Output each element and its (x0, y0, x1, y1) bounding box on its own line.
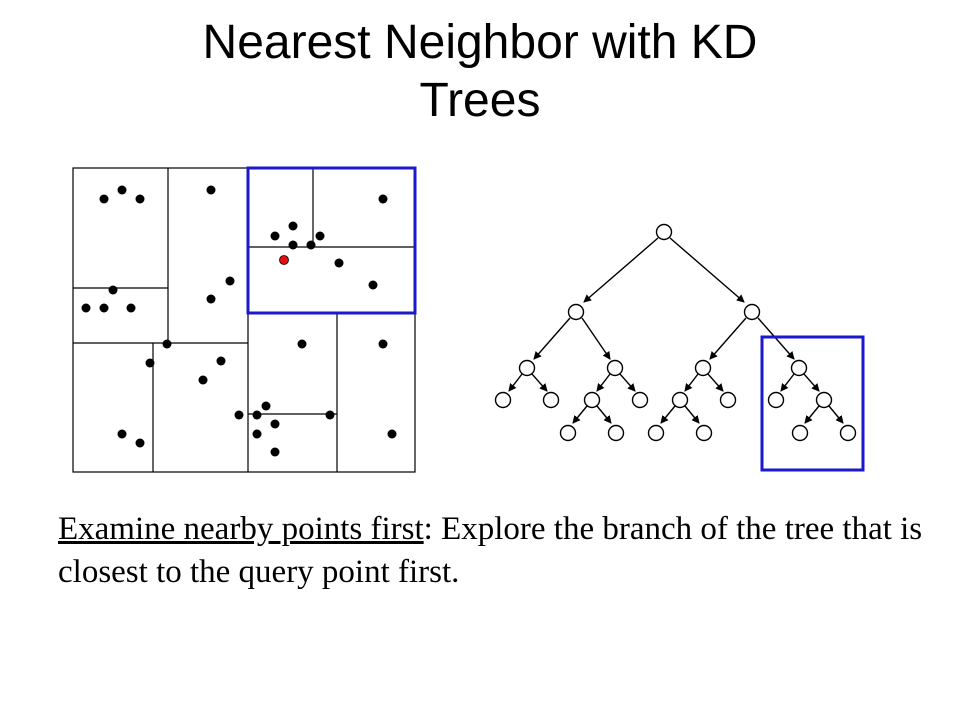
tree-edge (660, 405, 676, 424)
tree-node (606, 359, 624, 377)
tree-edge (669, 237, 745, 303)
data-point (270, 447, 280, 457)
data-point (108, 285, 118, 295)
data-point (135, 438, 145, 448)
data-point (325, 410, 335, 420)
data-point (288, 240, 298, 250)
highlighted-branch (760, 335, 865, 472)
data-point (270, 419, 280, 429)
data-point (368, 280, 378, 290)
data-point (117, 429, 127, 439)
slide-caption: Examine nearby points first: Explore the… (58, 508, 938, 594)
data-point (145, 358, 155, 368)
data-point (261, 401, 271, 411)
tree-edge (508, 373, 523, 392)
tree-node (542, 391, 560, 409)
tree-edge (531, 373, 548, 392)
space-partition (72, 167, 416, 473)
tree-edge (803, 373, 820, 392)
title-line-2: Trees (419, 74, 541, 127)
tree-node (567, 303, 585, 321)
tree-edge (619, 373, 636, 392)
tree-node (767, 391, 785, 409)
data-point (99, 194, 109, 204)
data-point (334, 258, 344, 268)
tree-node (559, 424, 577, 442)
data-point (234, 410, 244, 420)
tree-node (494, 391, 512, 409)
tree-edge (596, 405, 612, 424)
data-point (315, 231, 325, 241)
tree-node (695, 424, 713, 442)
tree-edge (709, 317, 747, 360)
data-point (288, 221, 298, 231)
tree-node (694, 359, 712, 377)
tree-edge (828, 405, 844, 424)
tree-node (671, 391, 689, 409)
kd-tree-edges (508, 237, 844, 424)
data-point (206, 294, 216, 304)
tree-edge (707, 373, 724, 392)
partition-bounds (72, 167, 416, 473)
tree-node (583, 391, 601, 409)
data-point (378, 339, 388, 349)
query-point (279, 255, 289, 265)
highlighted-region (246, 166, 417, 315)
tree-edge (684, 373, 699, 392)
title-line-1: Nearest Neighbor with KD (202, 16, 758, 69)
tree-edge (780, 373, 795, 392)
tree-node (719, 391, 737, 409)
data-point (162, 339, 172, 349)
data-point (378, 194, 388, 204)
caption-text: : Explore the branch of the tree that is… (58, 511, 923, 590)
tree-node (791, 424, 809, 442)
data-point (135, 194, 145, 204)
tree-edge (572, 405, 588, 424)
slide-title: Nearest Neighbor with KD Trees (0, 14, 960, 130)
tree-edge (684, 405, 700, 424)
tree-node (790, 359, 808, 377)
tree-edge (804, 405, 820, 424)
tree-node (839, 424, 857, 442)
kd-tree-nodes (494, 223, 857, 442)
data-point (252, 410, 262, 420)
tree-node (647, 424, 665, 442)
data-point (99, 303, 109, 313)
data-point (117, 185, 127, 195)
data-point (306, 240, 316, 250)
data-point (387, 429, 397, 439)
caption-emphasis: Examine nearby points first (58, 511, 424, 547)
data-point (270, 231, 280, 241)
data-points (81, 185, 397, 457)
data-point (81, 303, 91, 313)
tree-node (631, 391, 649, 409)
tree-edge (581, 317, 611, 360)
tree-edge (583, 237, 659, 303)
data-point (252, 429, 262, 439)
tree-node (743, 303, 761, 321)
tree-node (518, 359, 536, 377)
data-point (297, 339, 307, 349)
data-point (198, 375, 208, 385)
data-point (126, 303, 136, 313)
tree-edge (596, 373, 611, 392)
tree-node (655, 223, 673, 241)
data-point (206, 185, 216, 195)
tree-node (815, 391, 833, 409)
tree-edge (533, 317, 571, 360)
data-point (216, 356, 226, 366)
tree-node (607, 424, 625, 442)
data-point (225, 276, 235, 286)
